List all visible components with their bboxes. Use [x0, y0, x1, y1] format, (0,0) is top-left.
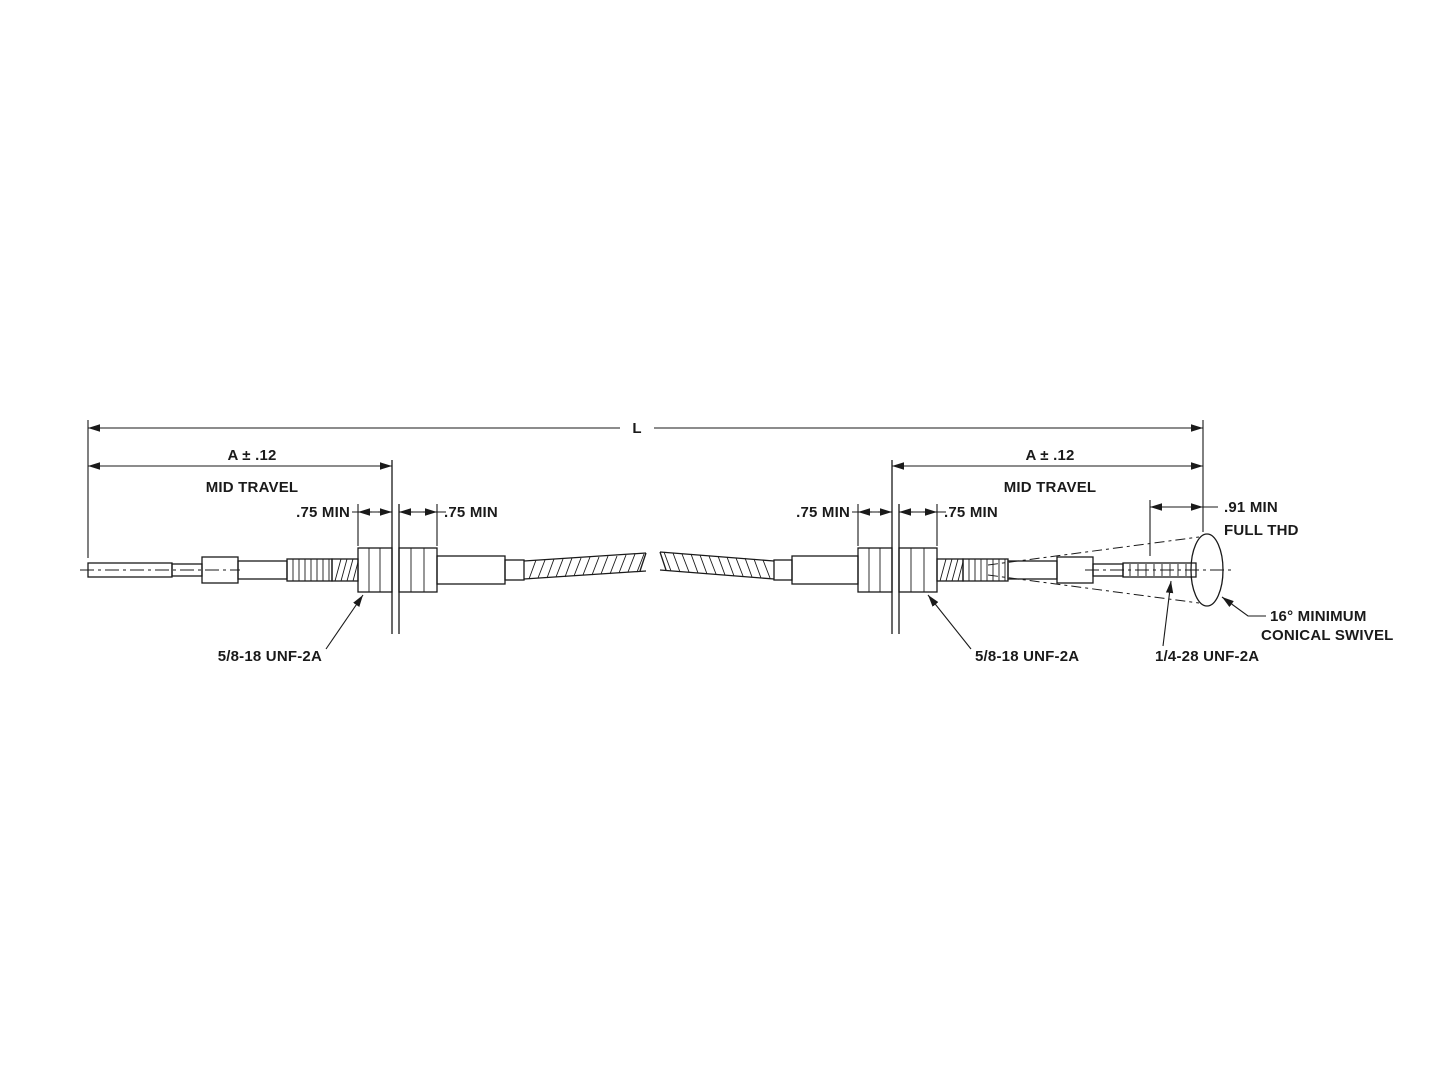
left-jam-nut-2 [398, 547, 438, 593]
conical-swivel-seat [1190, 533, 1224, 607]
left-min-thread-right-label: .75 MIN [444, 504, 498, 521]
dimension-left-mid-travel: A ± .12 MID TRAVEL [88, 447, 392, 496]
right-min-thread-left-label: .75 MIN [796, 504, 850, 521]
left-cable-break [523, 552, 647, 580]
right-travel-caption: MID TRAVEL [1004, 479, 1097, 496]
left-strain-relief [286, 558, 333, 582]
callout-conical-swivel: 16° MINIMUM CONICAL SWIVEL [1221, 596, 1394, 644]
left-travel-caption: MID TRAVEL [206, 479, 299, 496]
callout-right-thread: 5/8-18 UNF-2A [927, 594, 1079, 665]
dimension-right-min-threads: .75 MIN .75 MIN [796, 504, 998, 546]
dimension-right-mid-travel: A ± .12 MID TRAVEL [892, 447, 1203, 496]
left-assembly [80, 460, 647, 634]
swivel-note-line2: CONICAL SWIVEL [1261, 627, 1394, 644]
left-body-case [436, 555, 506, 585]
right-body-step [773, 559, 793, 581]
left-jam-nut-1 [357, 547, 393, 593]
swivel-cone-lower-line [987, 574, 1200, 604]
swivel-note-line1: 16° MINIMUM [1270, 608, 1367, 625]
callout-rod-thread: 1/4-28 UNF-2A [1155, 580, 1259, 665]
right-assembly [659, 460, 1235, 634]
left-travel-value: A ± .12 [227, 447, 276, 464]
right-cable-strands [663, 551, 771, 579]
right-conduit-tube [1007, 560, 1058, 580]
rod-thread-callout-label: 1/4-28 UNF-2A [1155, 648, 1259, 665]
right-cable-break [659, 551, 775, 580]
overall-length-label: L [632, 420, 641, 437]
right-jam-nut-2 [898, 547, 938, 593]
left-body-step [504, 559, 525, 581]
left-cable-strands [528, 553, 645, 580]
full-thread-caption: FULL THD [1224, 522, 1299, 539]
right-body-case [791, 555, 859, 585]
right-jam-nut-1 [857, 547, 893, 593]
dimension-overall-length: L [87, 420, 1204, 558]
full-thread-value: .91 MIN [1224, 499, 1278, 516]
left-conduit-tube [237, 560, 288, 580]
swivel-cone-upper-line [987, 536, 1200, 566]
left-thread-callout-label: 5/8-18 UNF-2A [218, 648, 322, 665]
dimension-full-thread: .91 MIN FULL THD [1149, 499, 1299, 556]
callout-left-thread: 5/8-18 UNF-2A [218, 594, 364, 665]
right-min-thread-right-label: .75 MIN [944, 504, 998, 521]
right-travel-value: A ± .12 [1025, 447, 1074, 464]
left-min-thread-left-label: .75 MIN [296, 504, 350, 521]
dimension-left-min-threads: .75 MIN .75 MIN [296, 504, 498, 546]
right-thread-callout-label: 5/8-18 UNF-2A [975, 648, 1079, 665]
right-strain-relief [962, 558, 1009, 582]
